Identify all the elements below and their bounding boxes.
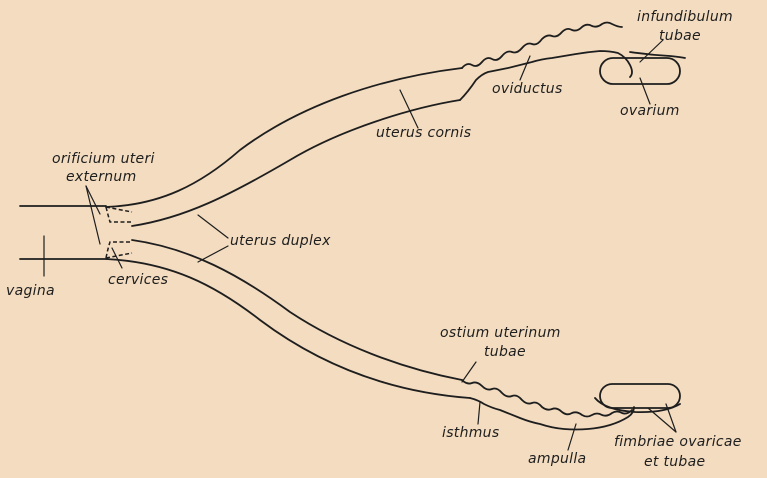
label-ostium-line1: ostium uterinum	[440, 326, 561, 340]
leader-orificium-b	[86, 186, 100, 244]
leader-ampulla	[568, 424, 576, 450]
label-oviductus: oviductus	[492, 82, 563, 96]
leader-isthmus	[478, 402, 480, 424]
upper-oviduct	[462, 23, 622, 69]
label-ampulla: ampulla	[528, 452, 586, 466]
leader-oviductus	[520, 56, 530, 80]
cervix-lower-bottom	[106, 253, 132, 258]
leader-cervices	[112, 248, 122, 268]
lower-ovarium	[600, 384, 680, 408]
label-orificium-line1: orificium uteri	[52, 152, 155, 166]
label-fimbriae-line2: et tubae	[644, 455, 705, 469]
label-vagina: vagina	[6, 284, 55, 298]
leader-orificium-a	[86, 186, 100, 214]
label-uterus-duplex: uterus duplex	[230, 234, 331, 248]
upper-horn-inner-wall	[132, 100, 460, 226]
label-infundibulum-line1: infundibulum	[637, 10, 733, 24]
leader-ovarium	[640, 78, 650, 104]
label-infundibulum-line2: tubae	[659, 29, 701, 43]
label-ostium-line2: tubae	[484, 345, 526, 359]
cervix-upper-top	[106, 207, 132, 212]
leader-uterus-duplex-b	[198, 246, 228, 262]
label-ovarium: ovarium	[620, 104, 680, 118]
label-orificium-line2: externum	[66, 170, 137, 184]
lower-fimbriae-arc	[595, 398, 680, 412]
label-fimbriae-line1: fimbriae ovaricae	[614, 435, 742, 449]
label-cervices: cervices	[108, 273, 168, 287]
lower-horn-inner-wall	[132, 240, 462, 380]
leader-uterus-duplex-a	[198, 215, 228, 238]
leader-ostium	[462, 362, 476, 382]
label-uterus-cornis: uterus cornis	[376, 126, 471, 140]
label-isthmus: isthmus	[442, 426, 499, 440]
